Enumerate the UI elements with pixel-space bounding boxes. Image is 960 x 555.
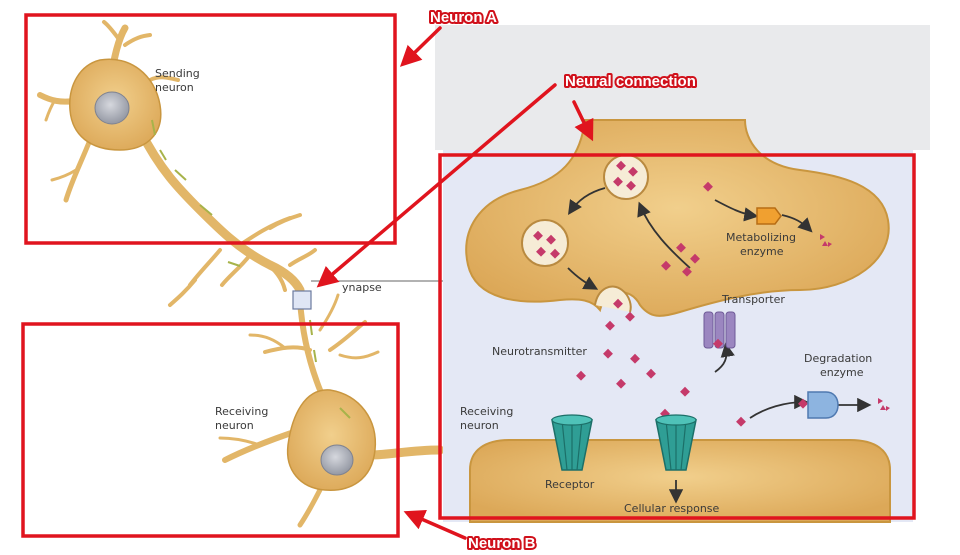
neuron-b-box bbox=[21, 322, 400, 538]
vesicle-fusion bbox=[594, 285, 632, 313]
receiving-neuron-right-label: Receiving neuron bbox=[460, 405, 517, 432]
receptor-right bbox=[655, 414, 697, 471]
neuron-a-arrow bbox=[399, 26, 442, 67]
connection-arrow-to-synapse bbox=[316, 83, 557, 288]
vesicle-left bbox=[521, 219, 569, 267]
cellular-response-label: Cellular response bbox=[624, 502, 720, 515]
connection-arrow-to-panel bbox=[572, 100, 594, 142]
neuron-a-box bbox=[24, 13, 397, 245]
annotation-arrows bbox=[316, 26, 594, 540]
neuron-b-arrow bbox=[403, 509, 467, 540]
sending-neuron bbox=[37, 20, 317, 307]
receptor-left bbox=[551, 414, 593, 471]
transporter-label: Transporter bbox=[721, 293, 785, 306]
receiving-neuron-left bbox=[218, 293, 445, 528]
degradation-enzyme-label: Degradation enzyme bbox=[804, 352, 876, 379]
neuron-a-annotation: Neuron A bbox=[430, 9, 497, 26]
sending-neuron-label: Sending neuron bbox=[155, 67, 203, 94]
presynaptic-terminal bbox=[465, 119, 890, 317]
receiving-neuron-left-label: Receiving neuron bbox=[215, 405, 272, 432]
vesicle-top bbox=[603, 154, 649, 200]
neural-connection-annotation: Neural connection bbox=[565, 73, 696, 90]
synapse-marker bbox=[292, 290, 312, 310]
synapse-label: ynapse bbox=[342, 281, 382, 294]
transporter-shape bbox=[703, 311, 736, 349]
degraded-fragments bbox=[820, 234, 890, 411]
neuron-b-annotation: Neuron B bbox=[468, 535, 536, 552]
neural-connection-box bbox=[438, 153, 916, 520]
synapse-detail-panel: Metabolizing enzyme Transporter Neurotra… bbox=[435, 25, 930, 523]
degradation-enzyme-shape bbox=[807, 391, 839, 419]
neurotransmitter-particles bbox=[576, 181, 808, 427]
receptor-label: Receptor bbox=[545, 478, 595, 491]
metabolizing-enzyme-shape bbox=[756, 207, 782, 225]
neurotransmitter-label: Neurotransmitter bbox=[492, 345, 587, 358]
annotation-boxes bbox=[21, 13, 916, 538]
metabolizing-enzyme-label: Metabolizing enzyme bbox=[726, 231, 799, 258]
